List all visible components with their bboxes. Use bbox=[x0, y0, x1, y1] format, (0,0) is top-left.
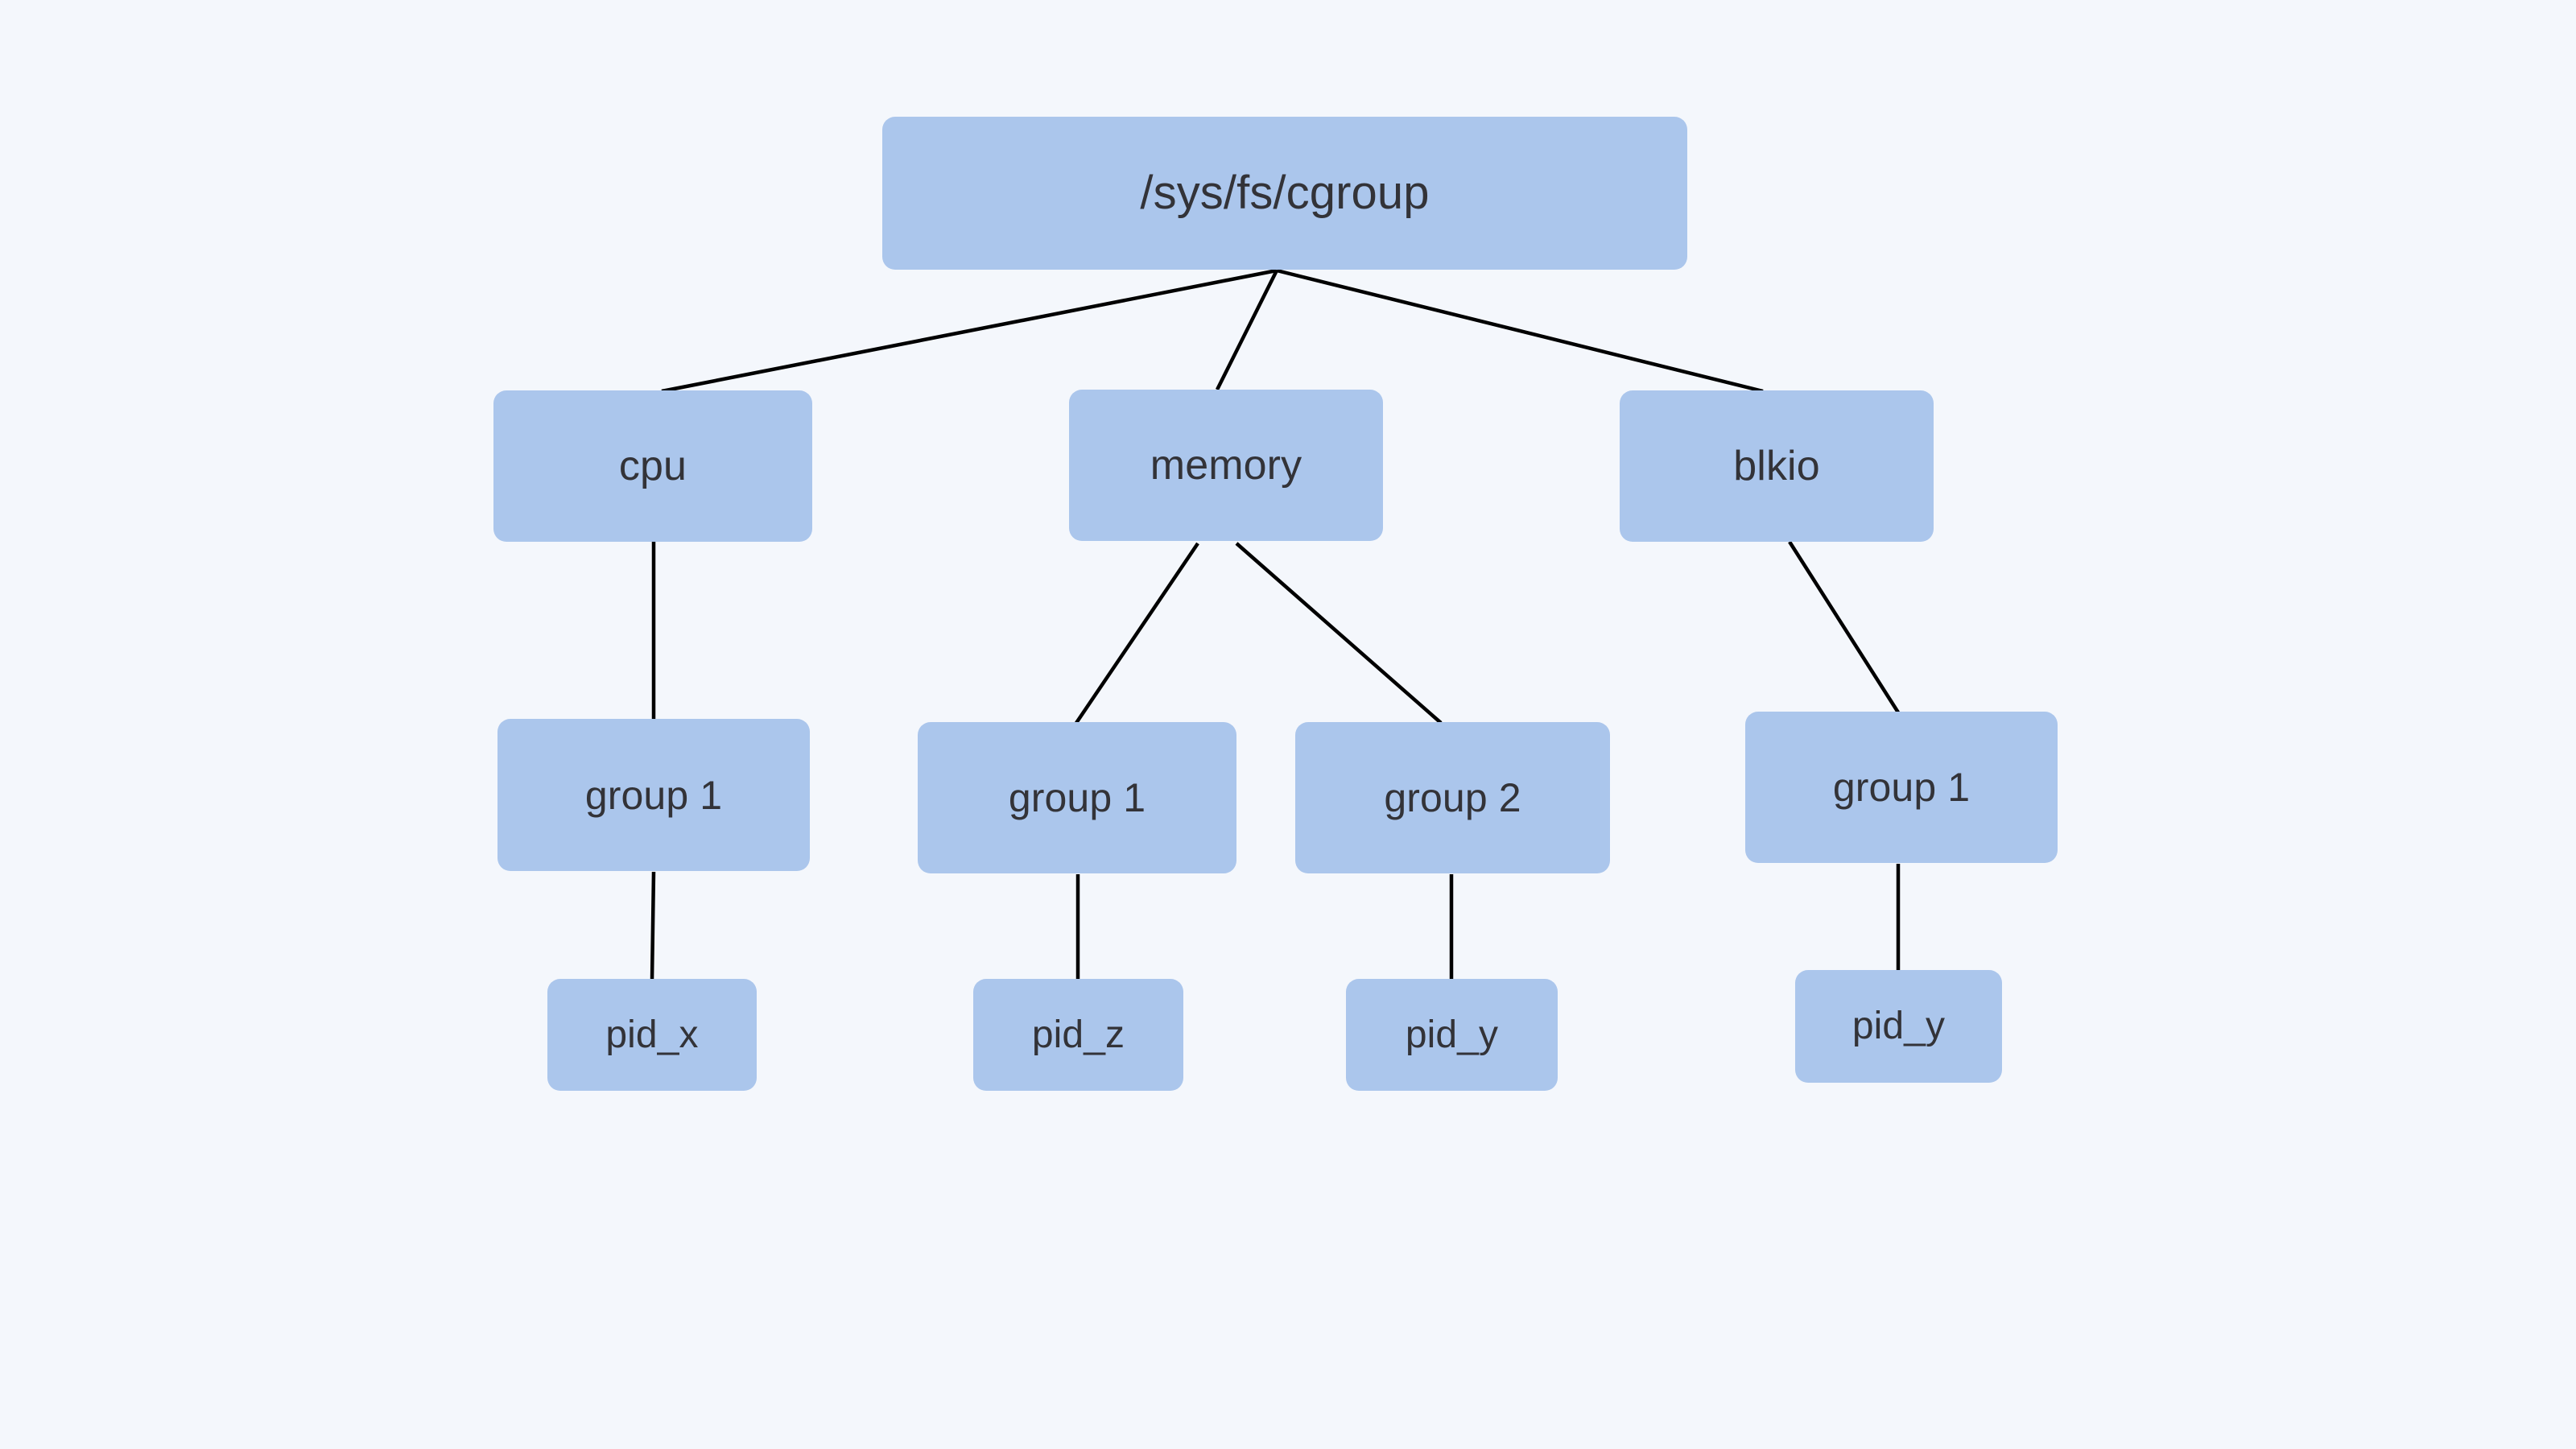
edge-root-blkio bbox=[1276, 268, 1764, 394]
node-cpu[interactable]: cpu bbox=[493, 390, 812, 542]
node-memory-group-1[interactable]: group 1 bbox=[918, 722, 1236, 873]
edge-blkio-group1 bbox=[1788, 540, 1900, 714]
edge-memory-group2 bbox=[1235, 542, 1443, 724]
node-memory[interactable]: memory bbox=[1069, 390, 1383, 541]
node-cpu-pid-x[interactable]: pid_x bbox=[547, 979, 757, 1091]
edge-cpu-group1-pidx bbox=[650, 871, 656, 980]
node-label-blkio: blkio bbox=[1733, 443, 1820, 489]
node-label-blkio-group-1: group 1 bbox=[1832, 765, 1971, 810]
node-blkio-group-1-pid-y[interactable]: pid_y bbox=[1795, 970, 2002, 1083]
node-blkio-group-1[interactable]: group 1 bbox=[1745, 712, 2058, 863]
node-blkio[interactable]: blkio bbox=[1620, 390, 1934, 542]
node-memory-group-1-pid-z[interactable]: pid_z bbox=[973, 979, 1183, 1091]
edge-memory-group1 bbox=[1075, 542, 1199, 724]
node-label-cpu: cpu bbox=[618, 443, 687, 489]
edge-root-cpu bbox=[661, 268, 1278, 394]
node-label-memory-group-1: group 1 bbox=[1008, 775, 1146, 820]
edge-root-memory bbox=[1215, 269, 1279, 391]
node-label-memory-group-1-pid-z: pid_z bbox=[1031, 1013, 1125, 1056]
node-label-root: /sys/fs/cgroup bbox=[1140, 167, 1430, 219]
node-label-memory: memory bbox=[1150, 442, 1302, 489]
node-label-memory-group-2: group 2 bbox=[1384, 775, 1521, 820]
node-memory-group-2-pid-y[interactable]: pid_y bbox=[1346, 979, 1558, 1091]
node-memory-group-2[interactable]: group 2 bbox=[1295, 722, 1610, 873]
node-label-blkio-group-1-pid-y: pid_y bbox=[1852, 1005, 1946, 1047]
node-label-cpu-pid-x: pid_x bbox=[605, 1013, 699, 1056]
node-label-cpu-group-1: group 1 bbox=[584, 772, 723, 818]
node-label-memory-group-2-pid-y: pid_y bbox=[1405, 1013, 1499, 1056]
node-cpu-group-1[interactable]: group 1 bbox=[497, 719, 810, 871]
node-root[interactable]: /sys/fs/cgroup bbox=[882, 117, 1687, 270]
